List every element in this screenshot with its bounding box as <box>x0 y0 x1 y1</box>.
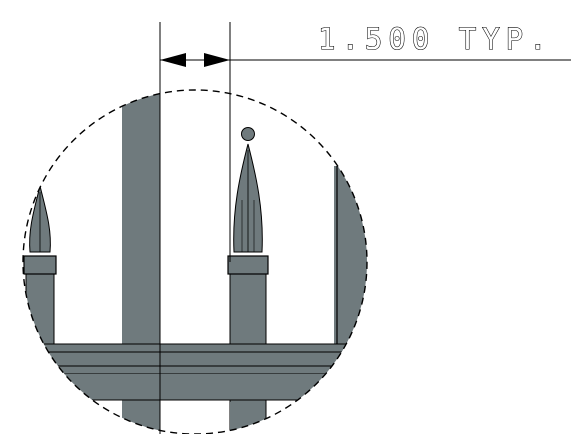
arrow-right-icon <box>204 53 230 67</box>
picket-right <box>334 166 367 434</box>
detail-view <box>23 90 367 434</box>
arrow-left-icon <box>160 53 186 67</box>
dimension-line <box>160 53 571 67</box>
dimension-label: 1.500 TYP. <box>318 22 553 56</box>
picket-with-finial-left <box>23 185 57 434</box>
detail-circle <box>22 89 368 434</box>
horizontal-rail <box>23 343 367 401</box>
